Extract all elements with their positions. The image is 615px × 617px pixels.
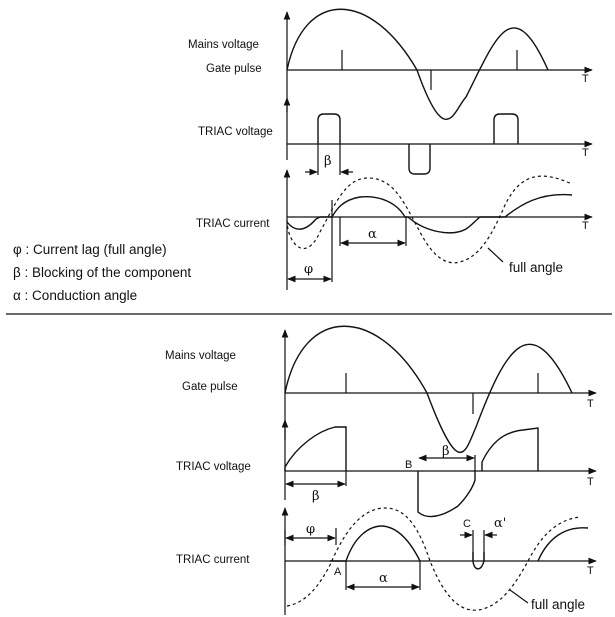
bottom-point-b-label: B <box>405 459 412 471</box>
top-full-angle-label: full angle <box>509 260 563 275</box>
bottom-alpha-label: α <box>379 571 388 586</box>
top-full-angle-current <box>286 175 573 264</box>
top-triac-v-axis-t: T <box>582 147 589 159</box>
top-mains-voltage-wave <box>286 8 549 121</box>
top-triac-voltage-label: TRIAC voltage <box>198 126 273 138</box>
top-triac-v-pulse-1 <box>317 113 341 144</box>
top-beta-label: β <box>324 154 332 169</box>
top-mains-voltage-label: Mains voltage <box>188 39 259 51</box>
bottom-triac-current-wave <box>330 525 421 562</box>
top-triac-current-label: TRIAC current <box>196 218 270 230</box>
bottom-triac-voltage-label: TRIAC voltage <box>176 461 251 473</box>
legend-alpha: α : Conduction angle <box>13 288 137 303</box>
legend-phi: φ : Current lag (full angle) <box>13 242 167 257</box>
bottom-beta-1-label: β <box>312 489 320 504</box>
bottom-point-c-label: C <box>463 518 471 530</box>
bottom-diagram <box>281 325 597 615</box>
bottom-full-angle-label: full angle <box>531 597 585 612</box>
bottom-triac-v-half-2 <box>417 471 476 518</box>
bottom-triac-current-spike <box>472 552 485 570</box>
top-gate-pulse-label: Gate pulse <box>206 63 262 75</box>
bottom-beta-2-label: β <box>442 444 450 459</box>
bottom-triac-v-half-1 <box>284 426 347 471</box>
bottom-full-angle-leader <box>509 589 529 604</box>
top-triac-v-pulse-3 <box>493 113 519 144</box>
top-phi-label: φ <box>304 262 313 277</box>
top-full-angle-leader <box>487 247 504 263</box>
bottom-mains-voltage-label: Mains voltage <box>165 350 236 362</box>
legend-beta: β : Blocking of the component <box>13 265 191 280</box>
top-triac-i-axis-t: T <box>582 220 589 232</box>
bottom-alpha-prime-label: α' <box>494 516 506 531</box>
bottom-mains-axis-t: T <box>587 398 594 410</box>
bottom-triac-v-half-3 <box>481 427 539 471</box>
top-triac-current-wave <box>286 193 573 234</box>
top-mains-axis-t: T <box>582 73 589 85</box>
bottom-point-a-label: A <box>334 566 342 578</box>
bottom-phi-label: φ <box>306 522 315 537</box>
top-alpha-label: α <box>368 227 377 242</box>
bottom-triac-current-wave-2 <box>537 527 589 562</box>
bottom-triac-v-axis-t: T <box>587 476 594 488</box>
bottom-triac-i-axis-t: T <box>587 565 594 577</box>
bottom-triac-current-label: TRIAC current <box>176 554 250 566</box>
bottom-full-angle-current <box>286 507 581 611</box>
bottom-mains-voltage-wave <box>284 325 573 453</box>
top-triac-v-pulse-2 <box>408 144 431 175</box>
bottom-gate-pulse-label: Gate pulse <box>182 381 238 393</box>
top-diagram <box>283 8 593 290</box>
